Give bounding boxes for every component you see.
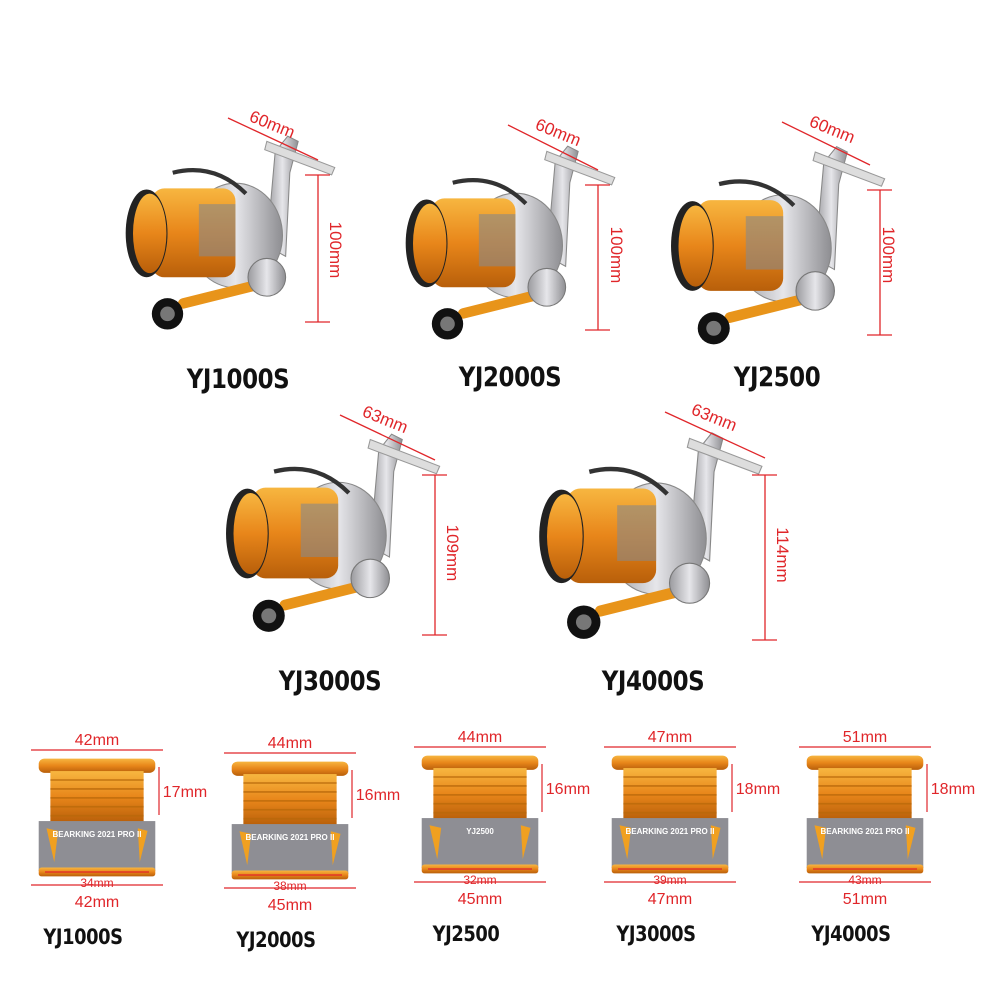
- reel-model-name: YJ4000S: [601, 666, 705, 697]
- spool-line-height: 17mm: [162, 784, 208, 801]
- reel-model-name: YJ1000S: [186, 364, 290, 395]
- spool-model-name: YJ2500: [432, 922, 500, 946]
- reel-model-name: YJ2000S: [458, 362, 562, 393]
- spool-top-diameter: 44mm: [457, 729, 503, 746]
- spool-badge: BEARKING 2021 PRO II: [245, 833, 335, 842]
- spool-bottom-diameter: 47mm: [647, 891, 693, 908]
- spool-inner-diameter: 38mm: [273, 879, 307, 893]
- spool-model-name: YJ1000S: [43, 925, 123, 949]
- spool-inner-diameter: 39mm: [653, 873, 687, 887]
- spool-inner-diameter: 43mm: [848, 873, 882, 887]
- spool-badge: BEARKING 2021 PRO II: [52, 830, 142, 839]
- spool-badge: YJ2500: [466, 827, 494, 836]
- spool-badge: BEARKING 2021 PRO II: [820, 827, 910, 836]
- spool-bottom-diameter: 45mm: [457, 891, 503, 908]
- spool-bottom-diameter: 42mm: [74, 894, 120, 911]
- spool-inner-diameter: 32mm: [463, 873, 497, 887]
- spool-line-height: 18mm: [735, 781, 781, 798]
- spool-badge: BEARKING 2021 PRO II: [625, 827, 715, 836]
- spool-top-diameter: 51mm: [842, 729, 888, 746]
- reel-model-name: YJ3000S: [278, 666, 382, 697]
- spool-line-height: 16mm: [545, 781, 591, 798]
- spool-top-diameter: 44mm: [267, 735, 313, 752]
- spool-line-height: 16mm: [355, 787, 401, 804]
- spool-top-diameter: 47mm: [647, 729, 693, 746]
- reel-model-name: YJ2500: [733, 362, 821, 393]
- spool-bottom-diameter: 45mm: [267, 897, 313, 914]
- spool-inner-diameter: 34mm: [80, 876, 114, 890]
- spool-top-diameter: 42mm: [74, 732, 120, 749]
- spool-bottom-diameter: 51mm: [842, 891, 888, 908]
- spool-model-name: YJ3000S: [616, 922, 696, 946]
- spool-line-height: 18mm: [930, 781, 976, 798]
- spool-model-name: YJ2000S: [236, 928, 316, 952]
- spool-model-name: YJ4000S: [811, 922, 891, 946]
